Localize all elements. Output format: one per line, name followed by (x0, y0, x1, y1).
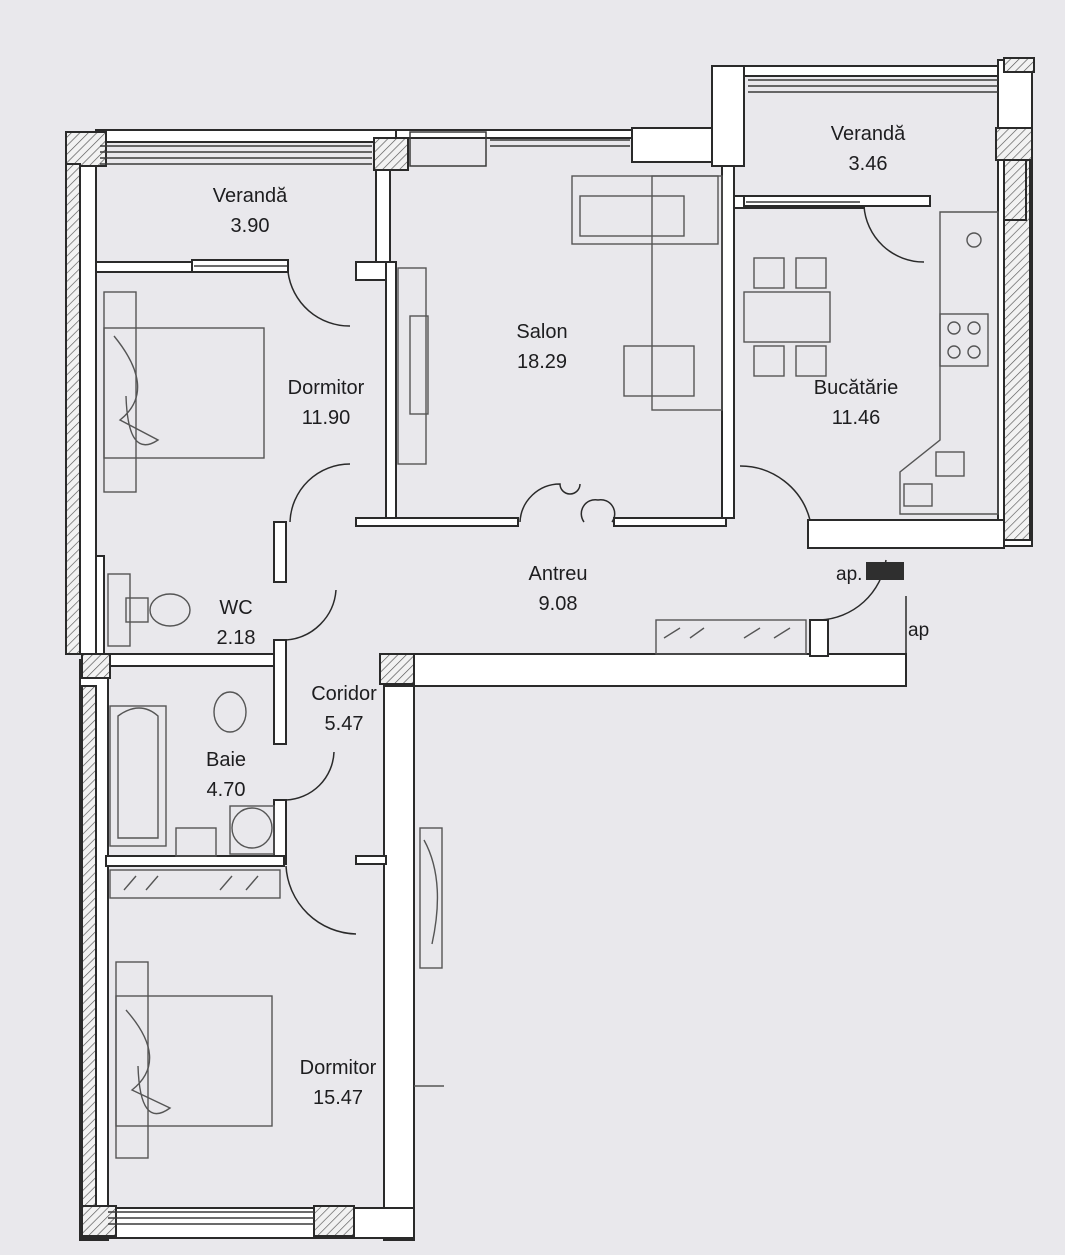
room-area-veranda-2: 3.46 (849, 153, 888, 175)
structural-columns (65, 57, 1035, 1237)
stove-icon (939, 313, 989, 367)
apartment-label-current: ap. (836, 564, 862, 585)
bed-icon (115, 995, 273, 1127)
room-name-bedroom-2: Dormitor (300, 1057, 377, 1079)
room-area-salon: 18.29 (517, 351, 567, 373)
apartment-labels: ap. ap (836, 562, 929, 641)
room-name-corridor: Coridor (311, 683, 377, 705)
bathtub-icon (109, 705, 167, 847)
room-labels: Verandă 3.90 Verandă 3.46 Dormitor 11.90… (206, 123, 906, 1109)
bed-icon (103, 327, 265, 459)
windows (100, 79, 998, 1225)
doors (285, 205, 925, 935)
room-area-bathroom: 4.70 (207, 779, 246, 801)
room-name-veranda-2: Verandă (831, 123, 906, 145)
apartment-label-neighbor: ap (908, 620, 929, 641)
sink-icon (935, 451, 965, 477)
room-name-salon: Salon (516, 321, 567, 343)
room-area-kitchen: 11.46 (832, 407, 881, 429)
room-name-bathroom: Baie (206, 749, 246, 771)
room-name-veranda-1: Verandă (213, 185, 288, 207)
furniture (103, 175, 999, 1159)
walls (65, 59, 1033, 1241)
room-name-wc: WC (219, 597, 252, 619)
toilet-icon (149, 593, 191, 627)
dining-table-icon (743, 291, 831, 343)
redaction-mark (866, 562, 904, 580)
room-area-hall: 9.08 (539, 593, 578, 615)
sofa-icon (571, 175, 719, 245)
room-area-bedroom-1: 11.90 (302, 407, 351, 429)
room-area-veranda-1: 3.90 (231, 215, 270, 237)
washing-machine-icon (231, 807, 273, 849)
room-name-bedroom-1: Dormitor (288, 377, 365, 399)
room-name-hall: Antreu (529, 563, 588, 585)
room-name-kitchen: Bucătărie (814, 377, 899, 399)
room-area-corridor: 5.47 (325, 713, 364, 735)
room-area-wc: 2.18 (217, 627, 256, 649)
room-area-bedroom-2: 15.47 (313, 1087, 363, 1109)
